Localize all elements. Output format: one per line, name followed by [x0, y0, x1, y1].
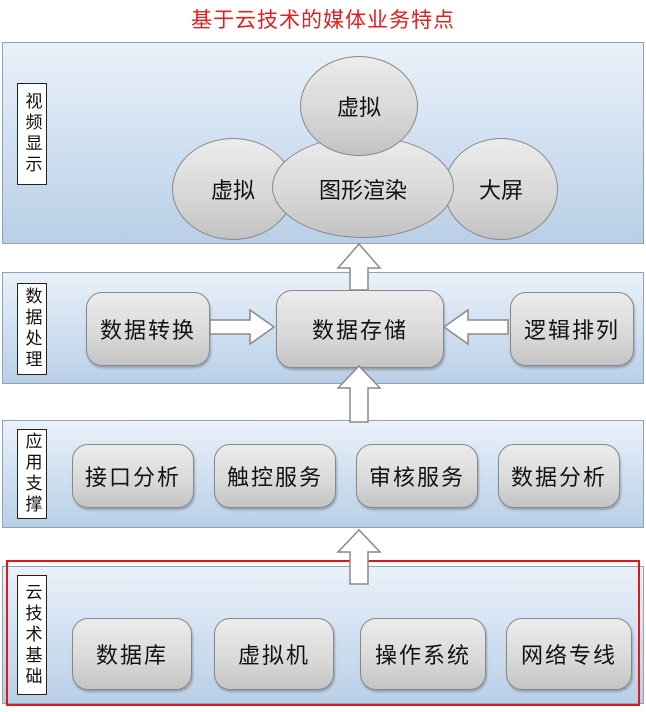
node-virtual-machine: 虚拟机 [214, 618, 334, 690]
node-database: 数据库 [72, 618, 192, 690]
node-review-service: 审核服务 [356, 444, 478, 508]
node-data-analysis: 数据分析 [498, 444, 620, 508]
diagram-title: 基于云技术的媒体业务特点 [191, 8, 455, 32]
layer-label-video-display: 视频显示 [17, 83, 47, 185]
arrow-right-conversion-to-storage [209, 308, 276, 346]
layer-label-cloud-base: 云技术基础 [17, 575, 47, 695]
arrow-up-base-to-support [336, 528, 382, 585]
node-interface-analysis: 接口分析 [72, 444, 194, 508]
node-network-line: 网络专线 [506, 618, 632, 690]
node-logic-arrange: 逻辑排列 [510, 292, 634, 366]
highlight-frame [6, 560, 640, 706]
node-operating-system: 操作系统 [360, 618, 486, 690]
node-display-right: 大屏 [444, 138, 558, 240]
node-touch-service: 触控服务 [214, 444, 336, 508]
arrow-left-logic-to-storage [442, 308, 509, 346]
node-virtual-top: 虚拟 [300, 56, 418, 156]
node-graphics-render-label: 图形渲染 [318, 179, 407, 204]
layer-label-data-processing: 数据处理 [17, 283, 47, 375]
arrow-up-storage-to-display [336, 242, 382, 291]
node-data-conversion: 数据转换 [86, 292, 210, 366]
layer-label-app-support: 应用支撑 [17, 429, 47, 519]
arrow-up-support-to-processing [336, 364, 382, 423]
